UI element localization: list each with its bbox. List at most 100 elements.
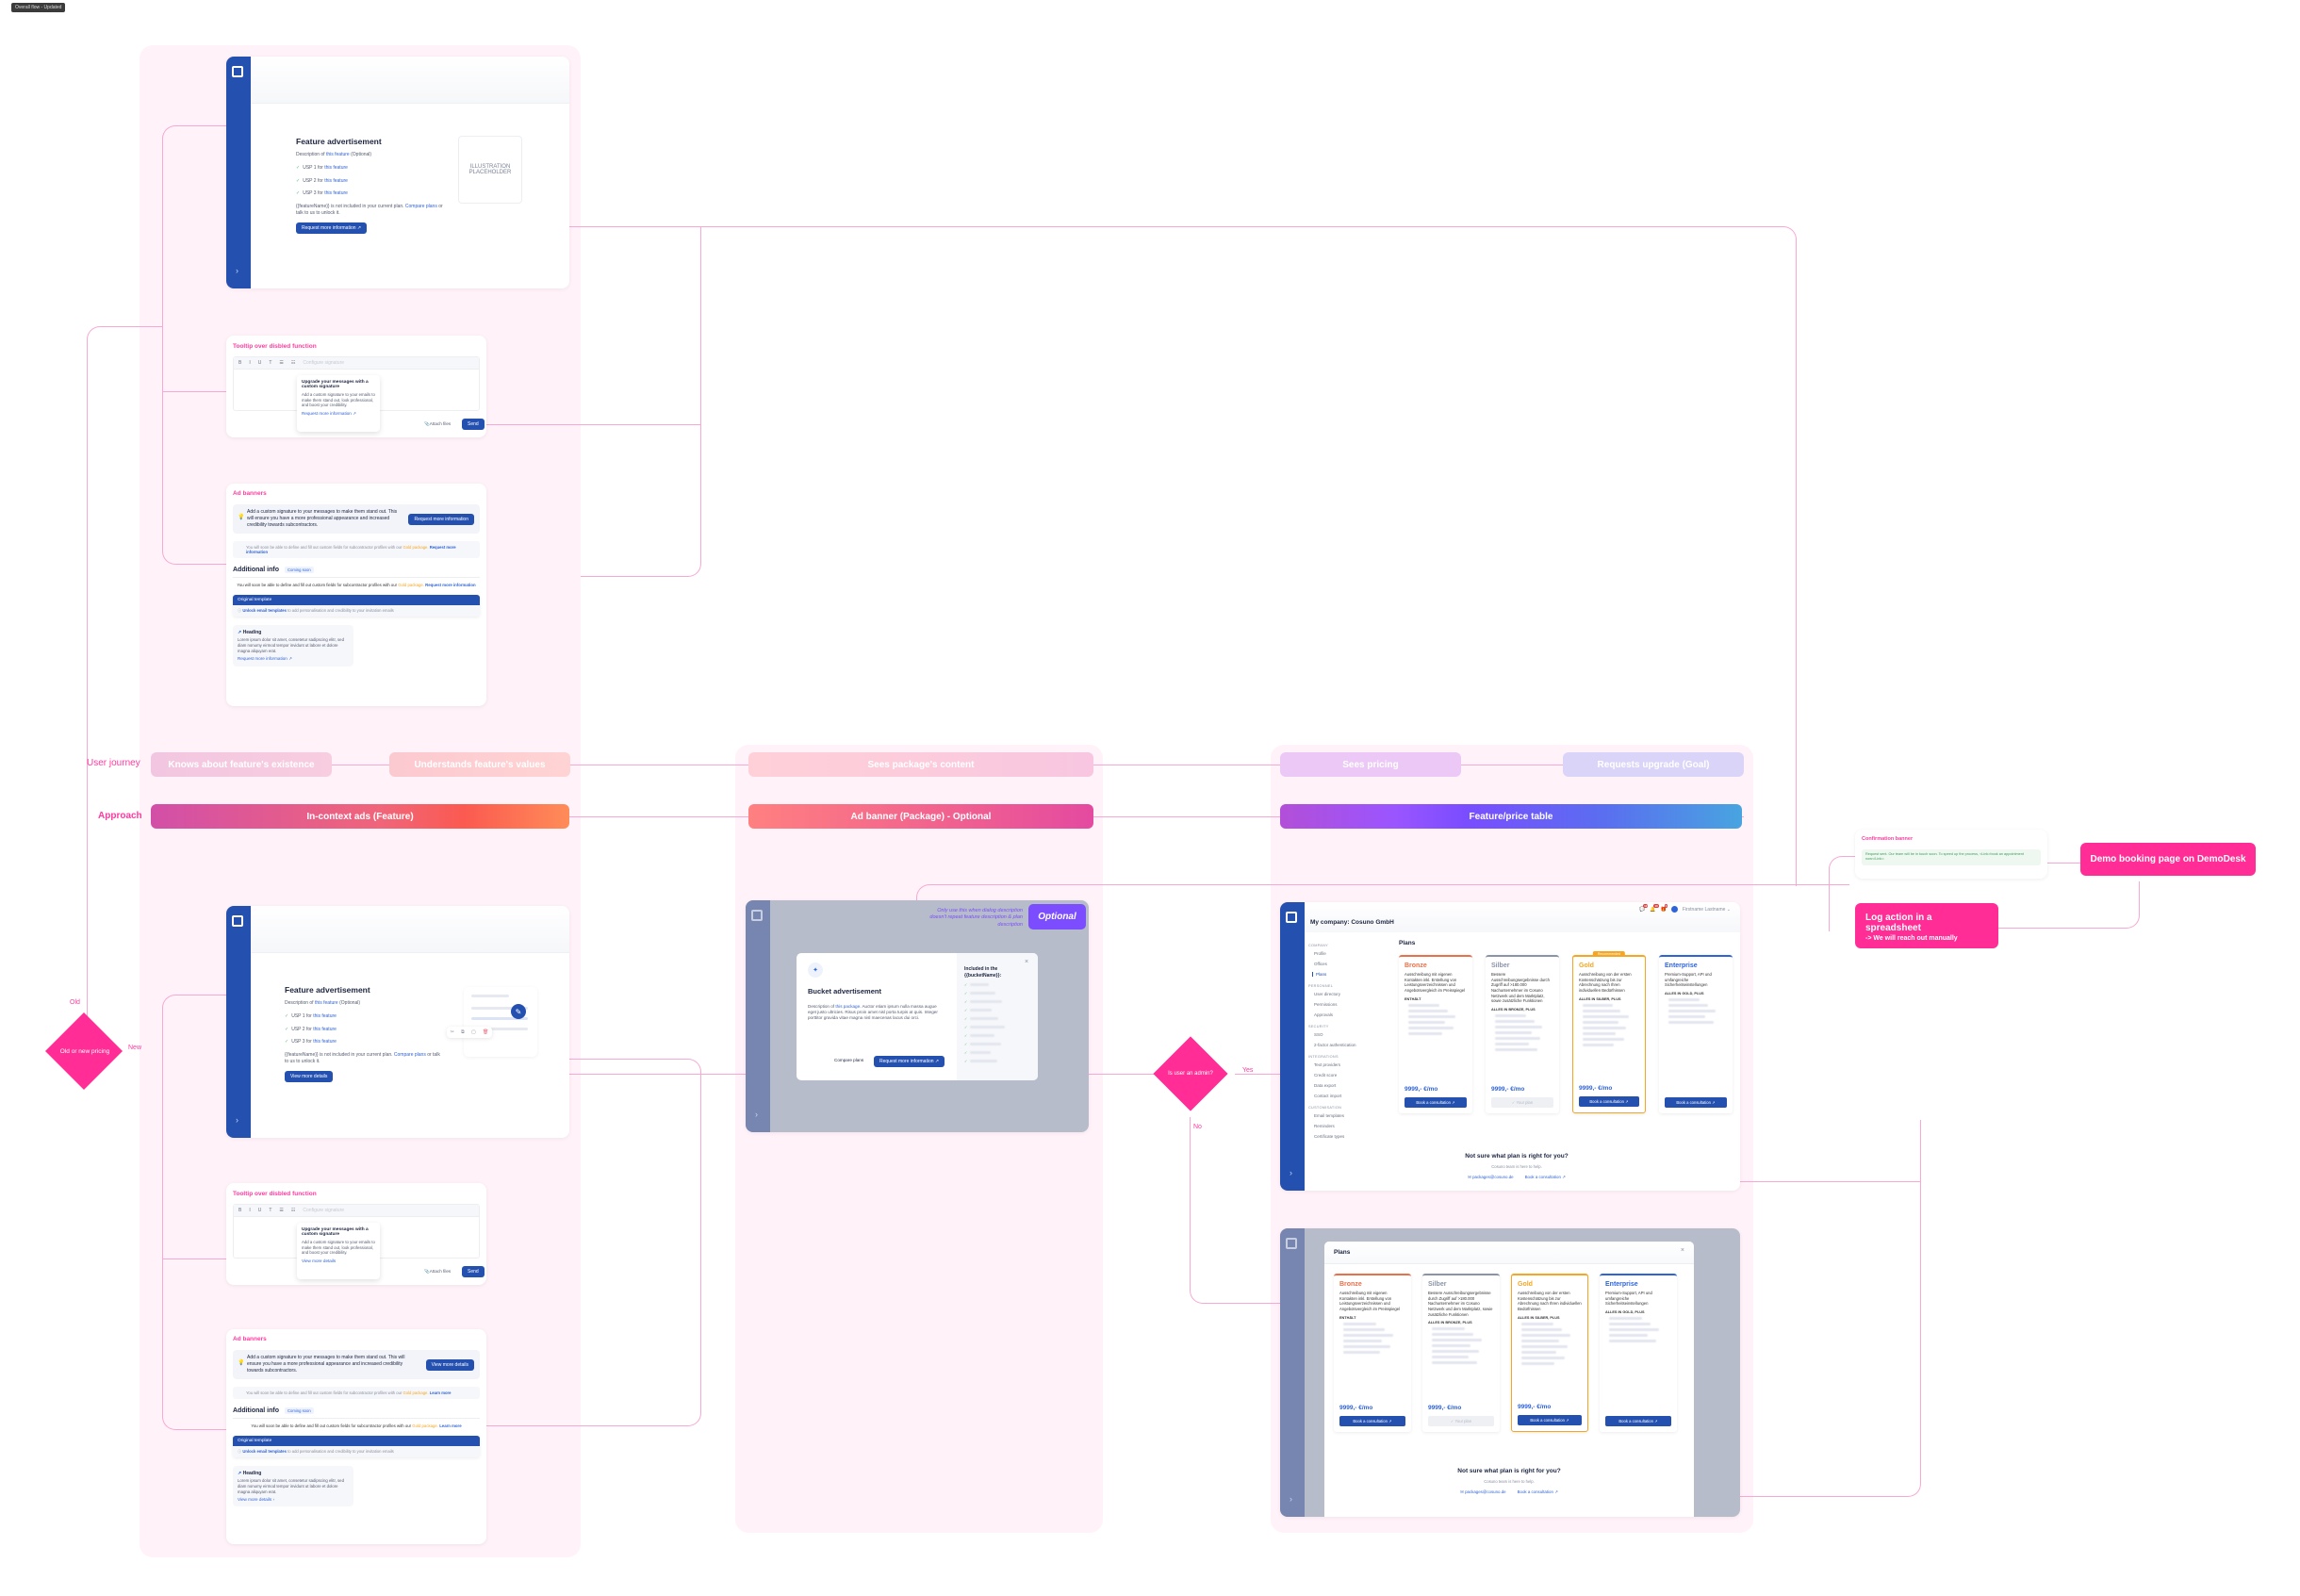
help-title: Not sure what plan is right for you? <box>1465 1153 1569 1160</box>
close-icon[interactable]: × <box>1025 959 1029 965</box>
heading-body: Lorem ipsum dolor sit amet, consetetur s… <box>238 1478 344 1494</box>
nav-item[interactable]: Permissions <box>1314 1002 1338 1007</box>
bold-button[interactable]: B <box>238 1208 242 1213</box>
connector <box>162 995 226 1430</box>
user-menu[interactable]: Firstname Lastname ⌄ <box>1682 906 1731 913</box>
chevron-right-icon[interactable]: › <box>236 266 238 275</box>
numbered-list-button[interactable]: ☷ <box>290 1208 296 1213</box>
dialog-description: Description of this package. Auctor etia… <box>808 1004 938 1021</box>
compare-plans-link[interactable]: Compare plans <box>393 1052 426 1058</box>
configure-signature-disabled[interactable]: Configure signature <box>303 1208 345 1213</box>
italic-button[interactable]: I <box>249 360 251 366</box>
plan-cta-button[interactable]: Book a consultation ↗ <box>1665 1097 1727 1108</box>
close-icon[interactable]: × <box>1680 1247 1684 1254</box>
plan-cta-button[interactable]: Book a consultation ↗ <box>1405 1097 1467 1108</box>
feature-row <box>1583 1031 1617 1035</box>
plan-cta-button[interactable]: Book a consultation ↗ <box>1339 1416 1405 1426</box>
configure-signature-disabled[interactable]: Configure signature <box>303 360 345 366</box>
approach-bar: Feature/price table <box>1280 804 1742 829</box>
unlock-templates-link[interactable]: Unlock email templates <box>242 608 287 613</box>
feature-link[interactable]: this feature <box>325 152 350 157</box>
plan-cta-button[interactable]: Book a consultation ↗ <box>1579 1096 1639 1107</box>
journey-step: Understands feature's values <box>389 752 570 777</box>
strike-button[interactable]: T <box>269 1208 272 1213</box>
additional-link[interactable]: Request more information <box>425 583 476 587</box>
chat-icon[interactable]: 💬12 <box>1639 903 1649 913</box>
feature-row <box>1521 1327 1562 1331</box>
numbered-list-button[interactable]: ☷ <box>290 360 296 366</box>
nav-item[interactable]: Profile <box>1314 951 1326 956</box>
book-consultation-link[interactable]: Book a consultation ↗ <box>1517 1489 1558 1494</box>
tooltip-link[interactable]: View more details <box>302 1258 337 1263</box>
bullet-list-button[interactable]: ☰ <box>279 360 284 366</box>
nav-item[interactable]: Reminders <box>1314 1124 1335 1128</box>
usp-item: ✓USP 1 for this feature <box>285 1012 337 1019</box>
banner-cta-button[interactable]: View more details <box>425 1358 474 1371</box>
nav-item[interactable]: Plans <box>1312 972 1384 977</box>
request-info-button[interactable]: Request more information ↗ <box>874 1056 945 1067</box>
nav-item[interactable]: Credit score <box>1314 1073 1338 1078</box>
heading-link[interactable]: View more details › <box>238 1497 274 1503</box>
nav-item[interactable]: Data export <box>1314 1083 1337 1088</box>
chevron-right-icon[interactable]: › <box>1290 1494 1292 1504</box>
feature-row <box>1408 1026 1454 1029</box>
included-item: ✓ <box>964 1025 1030 1029</box>
plan-cta-button[interactable]: Book a consultation ↗ <box>1518 1415 1582 1425</box>
nav-item[interactable]: User directory <box>1314 992 1341 996</box>
inline-link[interactable]: Learn more <box>429 1390 452 1395</box>
send-button[interactable]: Send <box>462 1266 485 1277</box>
feature-row <box>1609 1334 1649 1338</box>
nav-item[interactable]: Approvals <box>1314 1012 1334 1017</box>
nav-item[interactable]: Certificate types <box>1314 1134 1345 1139</box>
confirmation-banner-card: Confirmation banner Request sent. Our te… <box>1855 830 2047 879</box>
attach-files-button[interactable]: 📎Attach files <box>424 421 452 426</box>
tooltip-link[interactable]: Request more information ↗ <box>302 410 356 416</box>
send-button[interactable]: Send <box>462 419 485 430</box>
plan-cta-button[interactable]: Book a consultation ↗ <box>1605 1416 1671 1426</box>
unlock-templates-link[interactable]: Unlock email templates <box>242 1449 287 1454</box>
feature-row <box>1583 1037 1624 1041</box>
nav-section: PERSONNEL <box>1308 984 1334 988</box>
compare-plans-link[interactable]: Compare plans <box>404 204 437 209</box>
view-details-button[interactable]: View more details <box>285 1070 334 1082</box>
underline-button[interactable]: U <box>257 1208 262 1213</box>
log-action-box: Log action in a spreadsheet -> We will r… <box>1855 903 1998 948</box>
italic-button[interactable]: I <box>249 1208 251 1213</box>
request-info-button[interactable]: Request more information ↗ <box>296 222 368 234</box>
email-link[interactable]: ✉ packages@cosuno.de <box>1468 1175 1514 1179</box>
nav-item[interactable]: Email templates <box>1314 1113 1345 1118</box>
inline-link[interactable]: Request more information <box>246 545 456 554</box>
avatar[interactable] <box>1670 906 1678 913</box>
email-link[interactable]: ✉ packages@cosuno.de <box>1460 1489 1506 1494</box>
gift-icon[interactable]: 🎁3 <box>1660 903 1668 913</box>
usp-item: ✓USP 1 for this feature <box>296 164 348 171</box>
heading-link[interactable]: Request more information ↗ <box>238 656 292 662</box>
app-sidebar: › <box>1280 902 1305 1191</box>
additional-link[interactable]: Learn more <box>439 1423 462 1428</box>
tooltip-body: Add a custom signature to your emails to… <box>302 1240 375 1256</box>
company-title: My company: Cosuno GmbH <box>1310 919 1394 926</box>
bold-button[interactable]: B <box>238 360 242 366</box>
feature-row <box>1609 1340 1657 1343</box>
compare-plans-link[interactable]: Compare plans <box>834 1058 864 1062</box>
nav-item[interactable]: Offices <box>1314 962 1327 966</box>
strike-button[interactable]: T <box>269 360 272 366</box>
ad-banner: 💡 Add a custom signature to your message… <box>233 1350 480 1379</box>
chevron-right-icon[interactable]: › <box>1290 1168 1292 1177</box>
banner-cta-button[interactable]: Request more information <box>408 513 474 525</box>
check-icon: ✓ <box>964 999 968 1004</box>
bell-icon[interactable]: 🔔10 <box>1650 903 1659 913</box>
bullet-list-button[interactable]: ☰ <box>279 1208 284 1213</box>
nav-item[interactable]: Contact import <box>1314 1094 1342 1098</box>
chevron-right-icon[interactable]: › <box>236 1115 238 1125</box>
nav-item[interactable]: SSO <box>1314 1032 1323 1037</box>
included-panel: Included in the {{bucketName}}: ✓✓✓✓✓✓✓✓… <box>957 953 1038 1080</box>
feature-ad-note: {{featureName}} is not included in your … <box>285 1052 440 1064</box>
chevron-right-icon[interactable]: › <box>755 1110 758 1119</box>
attach-files-button[interactable]: 📎Attach files <box>424 1269 452 1274</box>
underline-button[interactable]: U <box>257 360 262 366</box>
nav-item[interactable]: 2-factor authentication <box>1314 1043 1356 1047</box>
nav-item[interactable]: Text providers <box>1314 1062 1341 1067</box>
book-consultation-link[interactable]: Book a consultation ↗ <box>1524 1175 1566 1179</box>
